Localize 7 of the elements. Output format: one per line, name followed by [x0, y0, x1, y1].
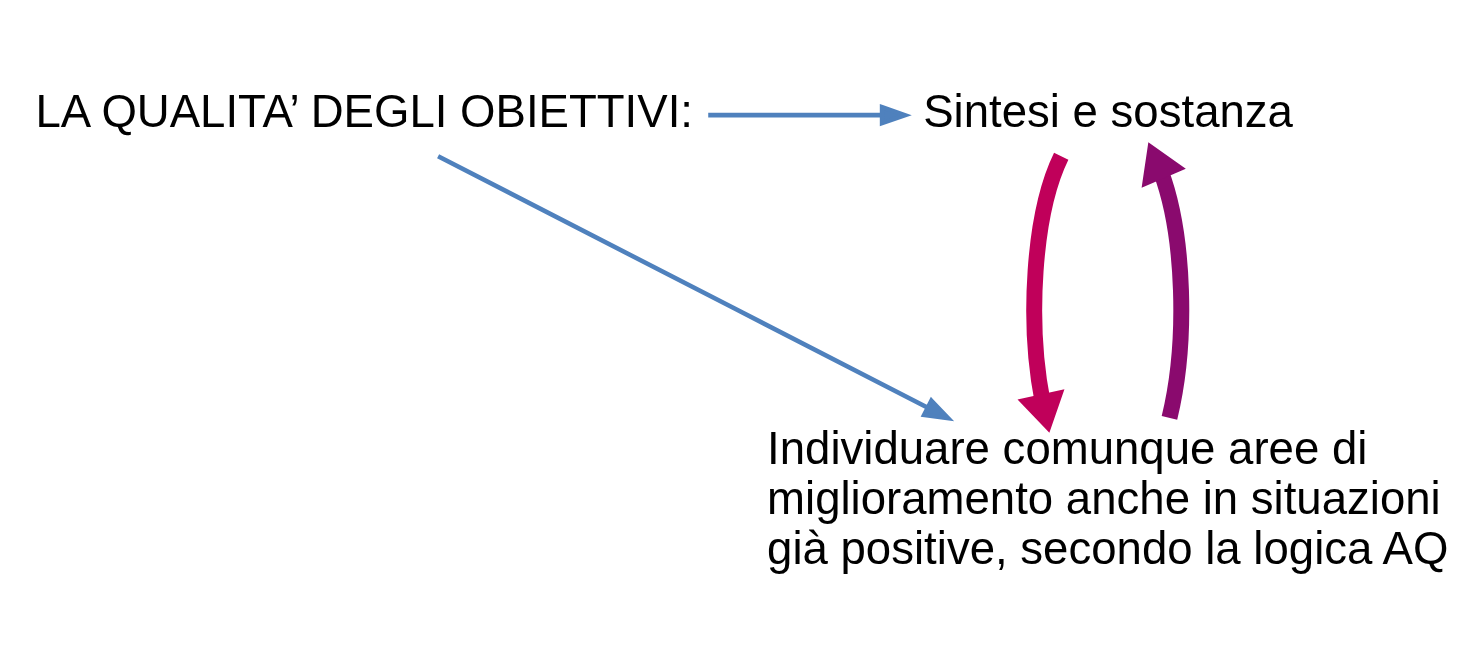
arrow — [1017, 153, 1069, 433]
arrow — [708, 103, 912, 127]
node-text: Sintesi e sostanza — [923, 85, 1293, 137]
arrow — [437, 154, 955, 422]
arrow — [1141, 142, 1190, 420]
node-text: Individuare comunque aree di miglioramento anche in situazioni già positive, secondo la logica AQ — [767, 422, 1449, 575]
node-text: LA QUALITA’ DEGLI OBIETTIVI: — [35, 85, 693, 137]
